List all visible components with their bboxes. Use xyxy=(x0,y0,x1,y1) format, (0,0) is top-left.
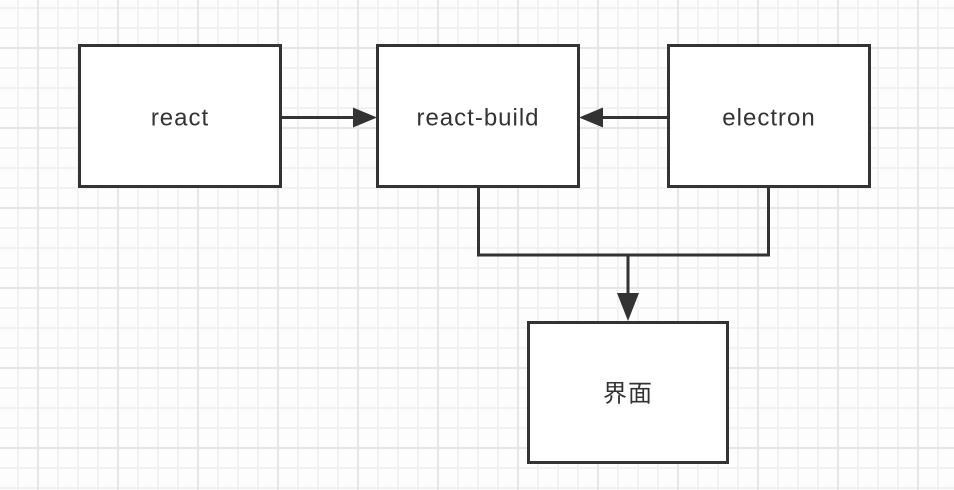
node-electron[interactable]: electron xyxy=(667,44,871,188)
edge-merge-junction-line xyxy=(477,187,770,257)
node-react[interactable]: react xyxy=(78,44,282,188)
node-ui-box xyxy=(527,321,729,464)
node-ui-label: 界面 xyxy=(603,381,653,408)
node-react-box xyxy=(78,44,282,188)
node-react-build[interactable]: react-build xyxy=(376,44,580,188)
node-react-label: react xyxy=(151,105,209,132)
edge-electron-to-react-build[interactable] xyxy=(579,107,668,128)
edge-react-to-react-build[interactable] xyxy=(281,107,377,128)
node-ui[interactable]: 界面 xyxy=(527,321,729,464)
node-electron-label: electron xyxy=(722,105,815,132)
node-react-build-label: react-build xyxy=(416,105,539,132)
edge-electron-to-react-build-arrowhead-icon xyxy=(579,107,603,128)
node-electron-box xyxy=(667,44,871,188)
edge-react-to-react-build-arrowhead-icon xyxy=(353,107,377,128)
edge-merge-to-ui[interactable] xyxy=(477,187,770,321)
node-react-build-box xyxy=(376,44,580,188)
edge-merge-arrowhead-icon xyxy=(617,293,639,321)
